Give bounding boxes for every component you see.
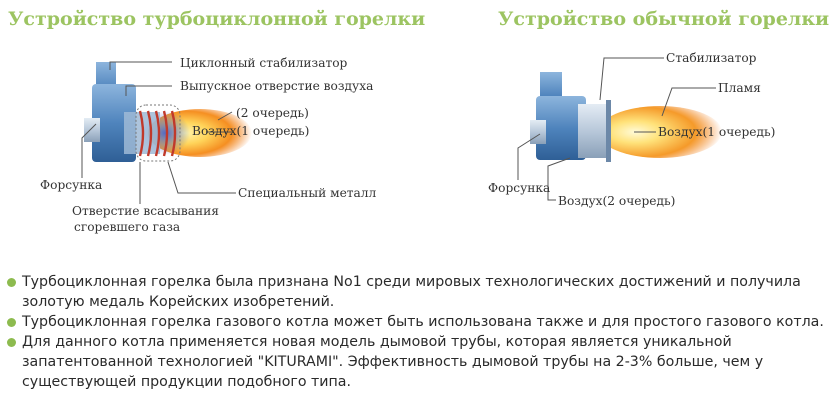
right-flame [598, 106, 722, 158]
feature-list: Турбоциклонная горелка была признана No1… [6, 272, 832, 392]
label-special-metal: Специальный металл [238, 186, 377, 200]
left-nozzle-pipe [84, 118, 100, 142]
label-stabilizer: Стабилизатор [666, 51, 757, 65]
bullet-icon [7, 338, 16, 347]
left-coil [138, 110, 177, 157]
turbo-burner-illustration [84, 62, 252, 162]
right-stabilizer [578, 104, 608, 158]
bullet-text: Турбоциклонная горелка газового котла мо… [22, 314, 824, 330]
label-intake-line1: Отверстие всасывания [72, 204, 219, 218]
label-second-stage: (2 очередь) [236, 106, 309, 120]
bullet-icon [7, 318, 16, 327]
list-item: Турбоциклонная горелка была признана No1… [6, 272, 832, 312]
burner-diagrams [81, 57, 722, 204]
list-item: Для данного котла применяется новая моде… [6, 332, 832, 392]
label-flame: Пламя [718, 81, 761, 95]
label-cyclone-stabilizer: Циклонный стабилизатор [180, 56, 348, 70]
label-air-second: Воздух(2 очередь) [558, 194, 676, 208]
bullet-text: Для данного котла применяется новая моде… [22, 334, 764, 390]
left-callout-lines [81, 61, 236, 204]
label-air-first-right: Воздух(1 очередь) [658, 125, 776, 139]
label-nozzle-right: Форсунка [488, 181, 551, 195]
right-stabilizer-rim [606, 100, 611, 162]
right-burner-body [536, 96, 586, 160]
label-intake-line2: сгоревшего газа [74, 220, 181, 234]
list-item: Турбоциклонная горелка газового котла мо… [6, 312, 832, 332]
label-nozzle-left: Форсунка [40, 178, 103, 192]
left-diagram-title: Устройство турбоциклонной горелки [8, 8, 426, 30]
right-callout-lines [517, 57, 716, 201]
bullet-text: Турбоциклонная горелка была признана No1… [22, 274, 801, 310]
label-air-outlet: Выпускное отверстие воздуха [180, 79, 374, 93]
ordinary-burner-illustration [530, 72, 722, 162]
left-cyclone-outline [135, 104, 181, 162]
right-nozzle-pipe [530, 120, 546, 144]
label-air-first-left: Воздух(1 очередь) [192, 124, 310, 138]
bullet-icon [7, 278, 16, 287]
right-diagram-title: Устройство обычной горелки [498, 8, 830, 30]
